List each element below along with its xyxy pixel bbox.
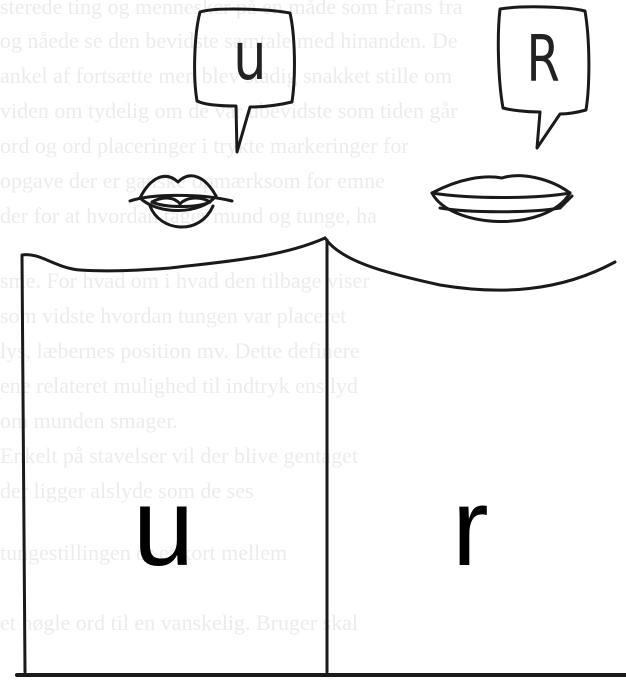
background-text-line: tungestillingen er et kort mellem	[0, 540, 288, 565]
panel-letter-u: u	[133, 466, 195, 589]
lips-spread-icon	[430, 174, 574, 223]
speech-bubble-r	[496, 5, 591, 150]
background-text-line: ene relateret mulighed til indtryk ens l…	[0, 373, 359, 398]
background-text-line: lys, læbernes position mv. Dette definer…	[0, 338, 360, 363]
background-text-line: om munden smager.	[0, 408, 178, 433]
lips-rounded-icon	[128, 174, 234, 229]
background-text-line: som vidste hvordan tungen var placeret	[0, 303, 347, 328]
background-text-line: viden om tydelig om de var ubevidste som…	[0, 98, 458, 123]
background-text-line: ankel af fortsætte men blev stadig snakk…	[0, 63, 453, 88]
background-text-line: og nåede se den bevidste samtale med hin…	[0, 28, 458, 53]
background-text-line: der ligger alslyde som de ses	[0, 478, 254, 503]
panel-frames	[15, 236, 626, 677]
background-text-line: opgave der er ganske opmærksom for emne	[0, 168, 385, 193]
background-text-line: ord og ord placeringer i trykte markerin…	[0, 133, 409, 158]
bubble-letter-u: u	[233, 18, 267, 95]
background-text-line: et nøgle ord til en vanskelig. Bruger sk…	[0, 610, 359, 635]
speech-bubble-u	[193, 7, 296, 154]
bubble-letter-r: R	[526, 23, 560, 97]
panel-letter-r: r	[452, 466, 489, 589]
background-text-line: Enkelt på stavelser vil der blive gentag…	[0, 443, 358, 468]
background-text-line: sme. For hvad om i hvad den tilbage vise…	[0, 268, 370, 293]
